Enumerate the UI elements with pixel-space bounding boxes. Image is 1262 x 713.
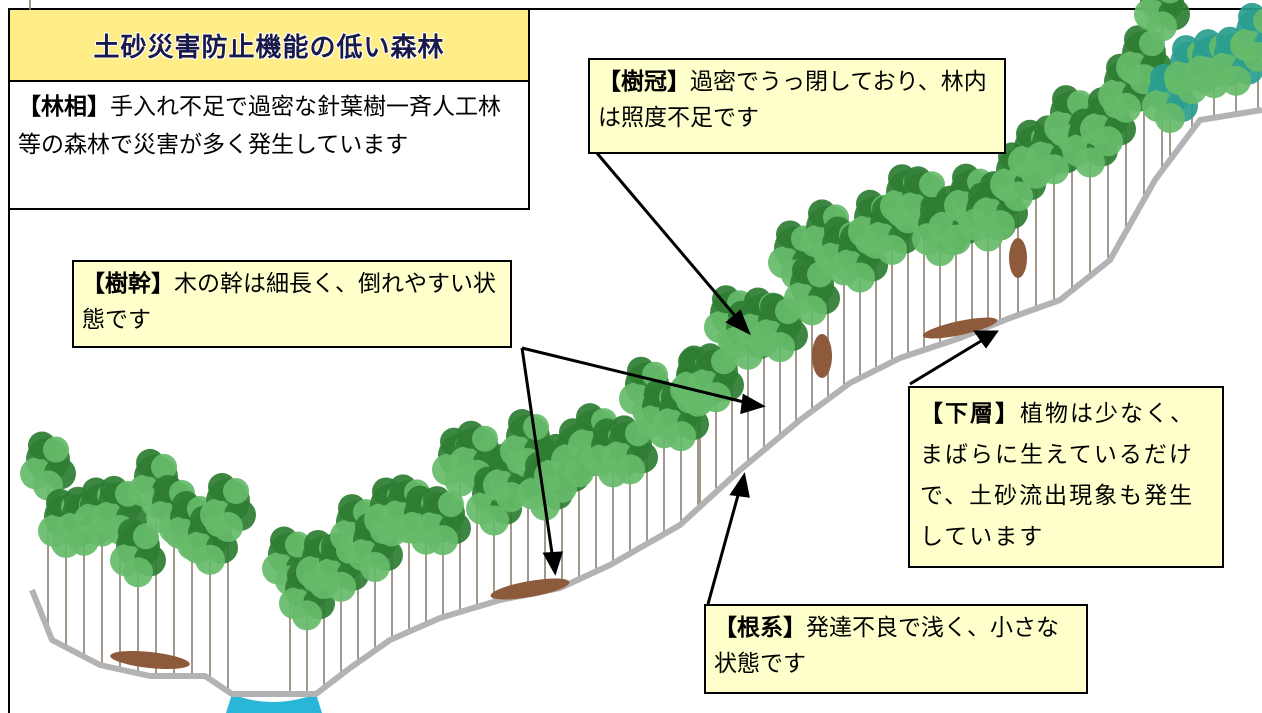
forest-phase-box: 【林相】手入れ不足で過密な針葉樹一斉人工林等の森林で災害が多く発生しています [10,82,530,210]
frame-top [8,8,1262,10]
tree-crown [832,223,888,293]
fallen-log [490,578,570,600]
leaning-trunk [1009,238,1027,278]
tree-crown [20,431,76,501]
trunk-arrow-b-head [542,551,564,576]
roots-tag: 【根系】 [714,615,806,641]
tree-crown [1134,0,1190,42]
title-banner: 土砂災害防止機能の低い森林 [10,10,530,82]
trunk-arrow-b [520,347,555,561]
tree-crown [110,518,166,588]
crown-tag: 【樹冠】 [598,69,690,95]
crown-arrow [594,151,744,325]
arrows [520,151,999,605]
tree-crown [752,293,808,363]
frame-left [8,8,10,713]
trunk-tag: 【樹幹】 [82,271,174,297]
trunk-arrow-a [521,346,753,406]
trunk-callout: 【樹幹】木の幹は細長く、倒れやすい状態です [72,260,512,348]
ground-slope [29,107,1262,697]
trunk-arrow-a-head [740,393,766,415]
trunk-text: 木の幹は細長く、倒れやすい状態です [82,271,496,333]
crown-callout: 【樹冠】過密でうっ閉しており、林内は照度不足です [588,58,1006,154]
tree-crown [415,486,471,556]
tree-crown [1230,2,1262,72]
understory-text: 植物は少なく、まばらに生えているだけで、土砂流出現象も発生しています [920,401,1195,550]
understory-tag: 【下層】 [920,401,1020,427]
crown-arrow-head [725,309,751,336]
tree-crown [784,256,840,326]
leaning-trunk [812,334,832,378]
tree-crown [347,513,403,583]
fallen-logs [110,238,1027,669]
roots-arrow [706,487,742,605]
roots-arrow-head [729,472,750,498]
forest-phase-text: 手入れ不足で過密な針葉樹一斉人工林等の森林で災害が多く発生しています [18,94,501,158]
tree-canopy [20,0,1262,631]
roots-text: 発達不良で浅く、小さな状態です [714,615,1059,677]
tree-crown [200,473,256,543]
understory-arrow [909,336,987,386]
water-stream [226,694,322,713]
understory-callout: 【下層】植物は少なく、まばらに生えているだけで、土砂流出現象も発生しています [908,386,1224,568]
roots-callout: 【根系】発達不良で浅く、小さな状態です [704,604,1088,694]
fallen-log [922,317,998,339]
crown-text: 過密でうっ閉しており、林内は照度不足です [598,69,987,131]
forest-phase-tag: 【林相】 [18,94,110,120]
fallen-log [110,651,190,669]
page-title: 土砂災害防止機能の低い森林 [93,32,445,63]
understory-arrow-head [973,330,999,349]
